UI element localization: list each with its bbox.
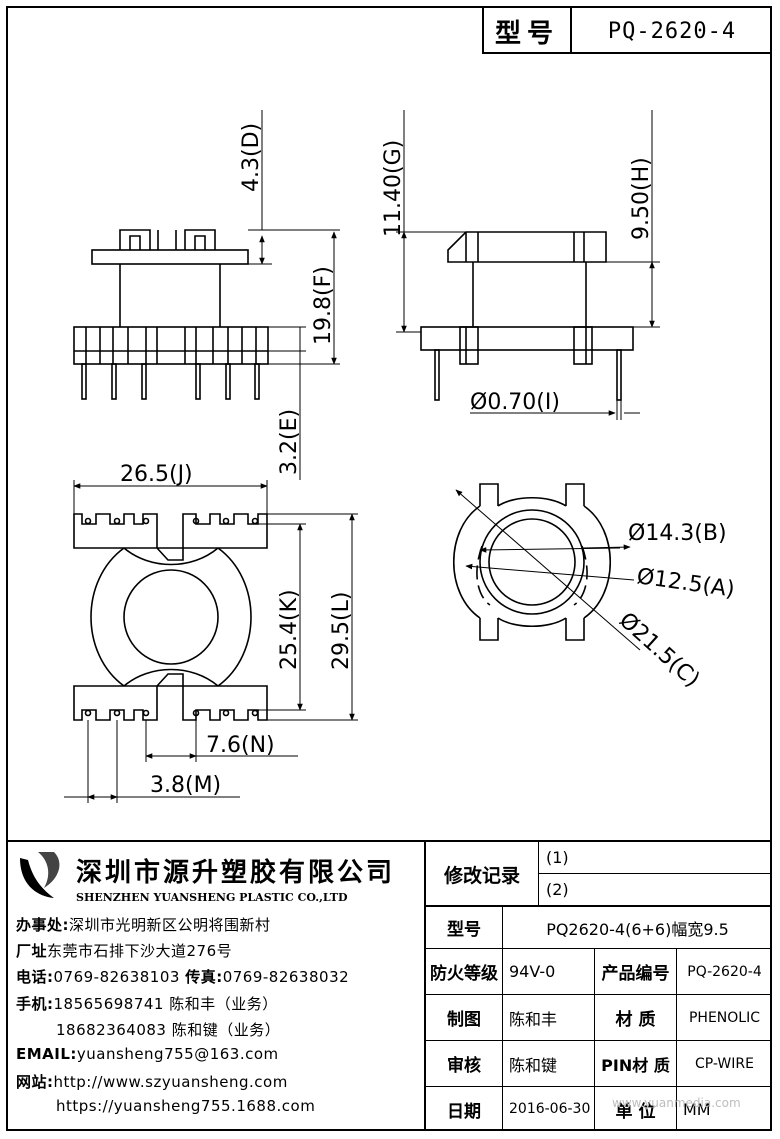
tb-vline-3 — [676, 948, 677, 1131]
office-label: 办事处: — [16, 916, 69, 934]
dimension-labels: 4.3(D) 19.8(F) 3.2(E) 11.40(G) 9.50(H) Ø… — [120, 123, 736, 798]
office-address: 深圳市光明新区公明将围新村 — [69, 916, 271, 934]
model-value: PQ2620-4(6+6)幅宽9.5 — [546, 919, 729, 939]
front-view — [73, 229, 269, 400]
header-model-label: 型号 — [494, 18, 559, 49]
mobile-line-2: 18682364083 陈和键（业务） — [56, 1019, 280, 1040]
pin-material-value: CP-WIRE — [695, 1055, 754, 1072]
revision-label: 修改记录 — [443, 864, 520, 887]
drawing-label: 制图 — [447, 1010, 481, 1030]
dim-label-g: 11.40(G) — [381, 140, 406, 237]
mobile-label: 手机: — [16, 995, 54, 1013]
dim-label-i: Ø0.70(I) — [470, 390, 560, 415]
tb-hline-4 — [424, 994, 772, 995]
titleblock-grid — [424, 840, 772, 1131]
revision-1: (1) — [546, 848, 569, 867]
tel-label: 电话: — [16, 968, 54, 986]
dim-label-h: 9.50(H) — [629, 157, 654, 240]
web-label: 网站: — [16, 1073, 54, 1091]
mobile-line: 手机:18565698741 陈和丰（业务） — [16, 993, 278, 1014]
review-label: 审核 — [447, 1056, 481, 1076]
watermark: www.yuanmedia.com — [612, 1096, 741, 1110]
header-model-box — [482, 8, 772, 54]
email-label: EMAIL: — [16, 1045, 77, 1063]
office-line: 办事处:深圳市光明新区公明将围新村 — [16, 914, 271, 935]
fax-number: 0769-82638032 — [222, 968, 350, 986]
date-label: 日期 — [447, 1101, 481, 1122]
dim-label-k: 25.4(K) — [277, 589, 302, 670]
tb-vline-rev — [538, 840, 539, 906]
side-view — [420, 231, 634, 401]
company-logo-icon — [20, 852, 60, 898]
top-view — [73, 513, 268, 721]
email-address[interactable]: yuansheng755@163.com — [76, 1045, 279, 1063]
header-divider — [570, 8, 572, 54]
review-value: 陈和键 — [509, 1055, 558, 1075]
factory-label: 厂址 — [16, 942, 48, 960]
tb-hline-3 — [424, 948, 772, 949]
factory-address: 东莞市石排下沙大道276号 — [47, 942, 233, 960]
bottom-view — [453, 483, 611, 641]
email-line: EMAIL:yuansheng755@163.com — [16, 1045, 279, 1063]
web-line: 网站:http://www.szyuansheng.com — [16, 1071, 288, 1092]
unit-value: MM — [683, 1099, 711, 1119]
factory-line: 厂址东莞市石排下沙大道276号 — [16, 940, 232, 961]
product-number-label: 产品编号 — [601, 964, 670, 984]
dim-label-j: 26.5(J) — [120, 462, 193, 487]
model-label: 型号 — [447, 920, 481, 940]
dim-label-b: Ø14.3(B) — [628, 521, 727, 546]
dim-label-n: 7.6(N) — [206, 733, 275, 758]
dim-label-d: 4.3(D) — [239, 123, 264, 192]
tb-hline-2 — [424, 905, 772, 907]
material-value: PHENOLIC — [688, 1009, 760, 1026]
unit-label: 单 位 — [615, 1101, 656, 1122]
tb-vline-1 — [502, 906, 503, 1131]
company-name-cn: 深圳市源升塑胶有限公司 — [76, 858, 396, 888]
dim-label-m: 3.8(M) — [150, 773, 221, 798]
revision-2: (2) — [546, 880, 569, 899]
phone-line: 电话:0769-82638103 传真:0769-82638032 — [16, 966, 349, 987]
fire-rating-label: 防火等级 — [430, 964, 498, 984]
drawing-value: 陈和丰 — [509, 1009, 558, 1029]
company-name-en: SHENZHEN YUANSHENG PLASTIC CO.,LTD — [76, 891, 348, 904]
web-url-2[interactable]: https://yuansheng755.1688.com — [56, 1097, 316, 1115]
material-label: 材 质 — [615, 1010, 656, 1030]
technical-drawing: 4.3(D) 19.8(F) 3.2(E) 11.40(G) 9.50(H) Ø… — [64, 110, 736, 803]
tb-hline-6 — [424, 1086, 772, 1087]
dim-label-c: Ø21.5(C) — [614, 608, 704, 693]
mobile-2: 18682364083 陈和键（业务） — [56, 1021, 281, 1039]
mobile-1: 18565698741 陈和丰（业务） — [53, 995, 278, 1013]
tb-hline-5 — [424, 1040, 772, 1041]
drawing-frame — [6, 6, 772, 1131]
dim-label-l: 29.5(L) — [329, 592, 354, 670]
footer-divider — [6, 840, 772, 842]
fire-rating-value: 94V-0 — [509, 962, 556, 981]
tb-hline-1 — [538, 873, 772, 874]
product-number-value: PQ-2620-4 — [687, 963, 762, 980]
fax-label: 传真: — [185, 968, 223, 986]
pin-material-label: PIN材 质 — [601, 1055, 670, 1075]
web-line-2: https://yuansheng755.1688.com — [56, 1097, 315, 1115]
tel-number: 0769-82638103 — [53, 968, 180, 986]
header-model-code: PQ-2620-4 — [607, 18, 737, 44]
date-value: 2016-06-30 — [509, 1101, 591, 1117]
dim-label-a: Ø12.5(A) — [635, 564, 736, 602]
web-url-1[interactable]: http://www.szyuansheng.com — [53, 1073, 288, 1091]
dim-label-e: 3.2(E) — [277, 409, 302, 475]
tb-vline-2 — [594, 948, 595, 1131]
dim-label-f: 19.8(F) — [311, 266, 336, 345]
